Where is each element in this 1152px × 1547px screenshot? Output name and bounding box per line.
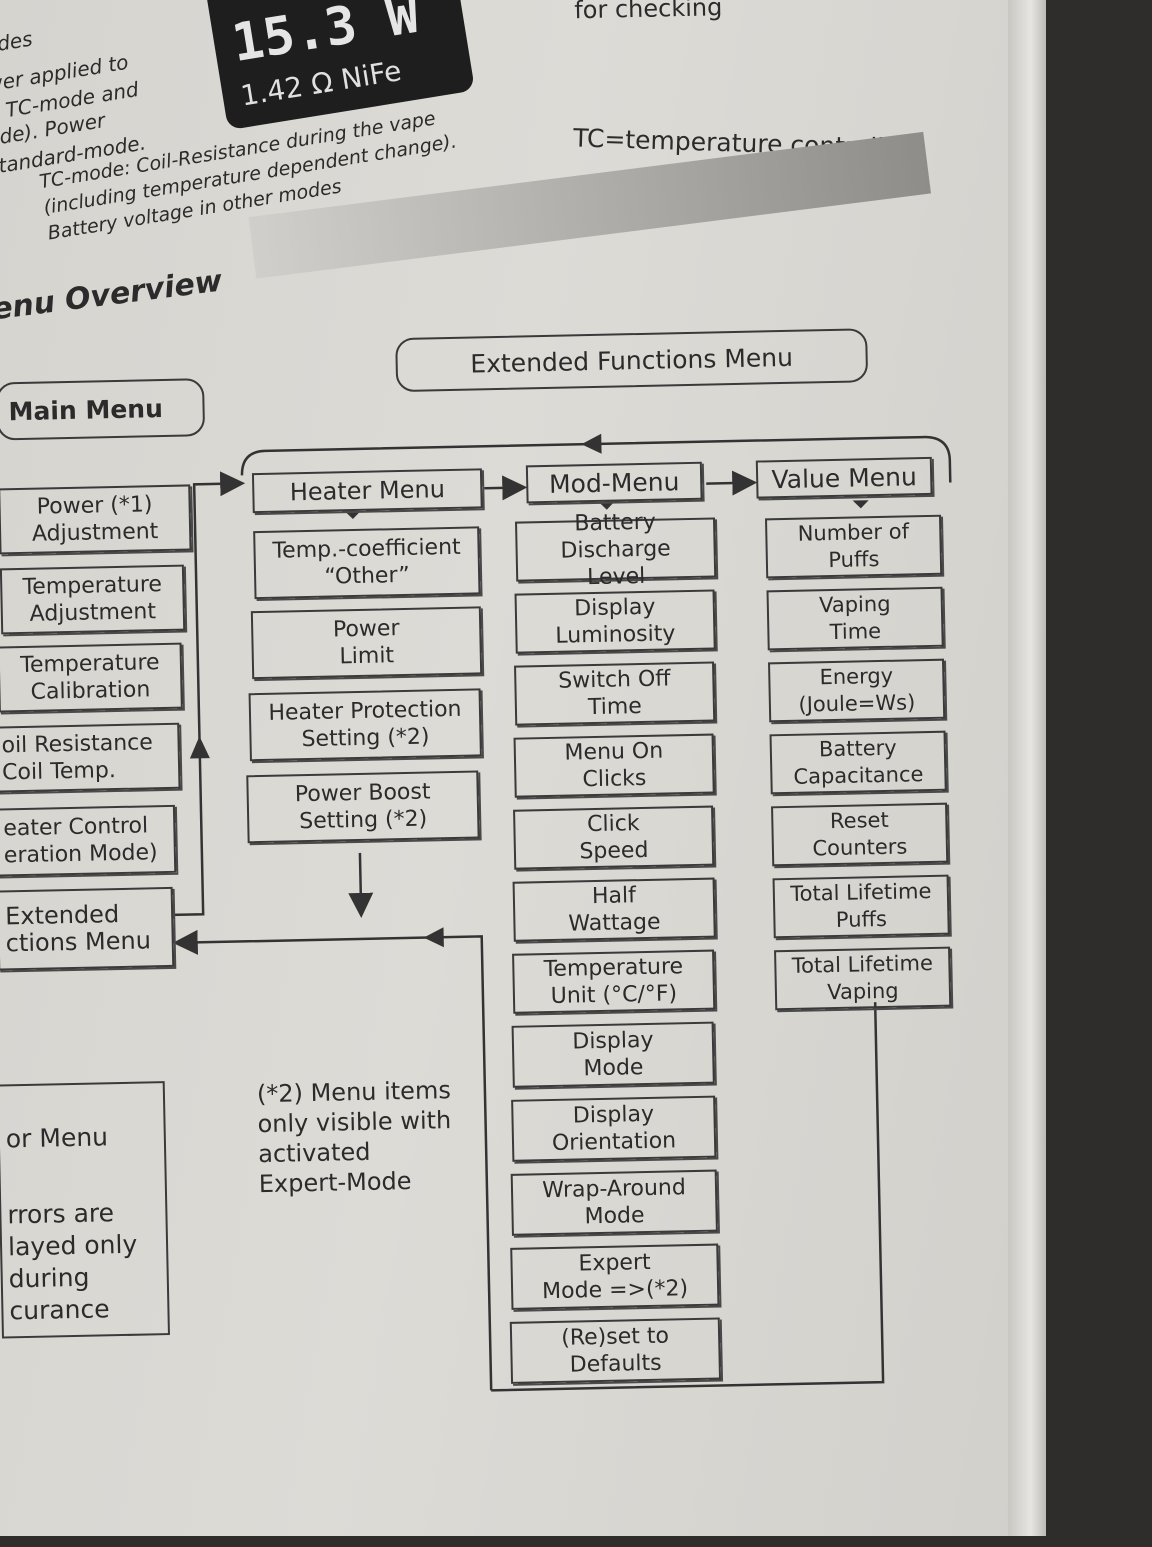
error-menu-box: or Menu rrors are layed only during cura…: [0, 1081, 170, 1339]
value-item-battery-capacitance: Battery Capacitance: [769, 730, 947, 795]
mod-item-wrap-around: Wrap-Around Mode: [510, 1169, 718, 1236]
mod-item-display-orientation: Display Orientation: [511, 1095, 717, 1162]
heater-item-temp-coefficient: Temp.-coefficient “Other”: [253, 526, 481, 600]
main-item-temperature-adjustment: Temperature Adjustment: [0, 564, 186, 635]
error-menu-text: rrors are layed only during curance: [7, 1198, 138, 1326]
manual-page: [0, 0, 1040, 1536]
mod-menu-title: Mod-Menu: [525, 461, 703, 504]
mod-item-switch-off-time: Switch Off Time: [514, 661, 716, 726]
page-edge: [1008, 0, 1046, 1536]
mod-item-battery-discharge: Battery Discharge Level: [515, 509, 717, 590]
mod-item-click-speed: Click Speed: [513, 805, 715, 870]
value-item-energy: Energy (Joule=Ws): [768, 658, 946, 723]
heater-item-heater-protection: Heater Protection Setting (*2): [248, 688, 482, 762]
mod-item-reset-defaults: (Re)set to Defaults: [509, 1317, 722, 1384]
main-item-coil-resistance: oil Resistance Coil Temp.: [0, 722, 181, 793]
error-menu-title: or Menu: [5, 1122, 109, 1154]
heater-item-power-boost: Power Boost Setting (*2): [246, 770, 480, 844]
mod-item-display-luminosity: Display Luminosity: [514, 589, 716, 654]
value-menu-title: Value Menu: [755, 456, 933, 499]
value-item-number-of-puffs: Number of Puffs: [764, 514, 943, 579]
heater-menu-title: Heater Menu: [251, 468, 483, 514]
flow-connectors: [172, 470, 758, 955]
main-item-power-adjustment: Power (*1) Adjustment: [0, 484, 192, 555]
mod-item-display-mode: Display Mode: [511, 1021, 715, 1088]
value-item-vaping-time: Vaping Time: [766, 586, 944, 651]
main-item-temperature-calibration: Temperature Calibration: [0, 642, 183, 713]
value-item-lifetime-puffs: Total Lifetime Puffs: [772, 874, 950, 939]
mod-item-temperature-unit: Temperature Unit (°C/°F): [512, 949, 716, 1014]
value-item-lifetime-vaping: Total Lifetime Vaping: [774, 946, 952, 1011]
mod-item-menu-on-clicks: Menu On Clicks: [513, 733, 715, 798]
main-item-heater-control: eater Control eration Mode): [0, 804, 177, 877]
value-item-reset-counters: Reset Counters: [771, 802, 949, 867]
mod-item-expert-mode: Expert Mode =>(*2): [510, 1243, 720, 1310]
heater-item-power-limit: Power Limit: [250, 606, 483, 680]
menu-overview-page: odes wer applied to n TC-mode and ode). …: [0, 0, 952, 1384]
footnote-expert-mode: (*2) Menu items only visible with activa…: [256, 1076, 452, 1199]
mod-item-half-wattage: Half Wattage: [512, 877, 716, 942]
main-item-extended-functions: Extended ctions Menu: [0, 886, 175, 971]
